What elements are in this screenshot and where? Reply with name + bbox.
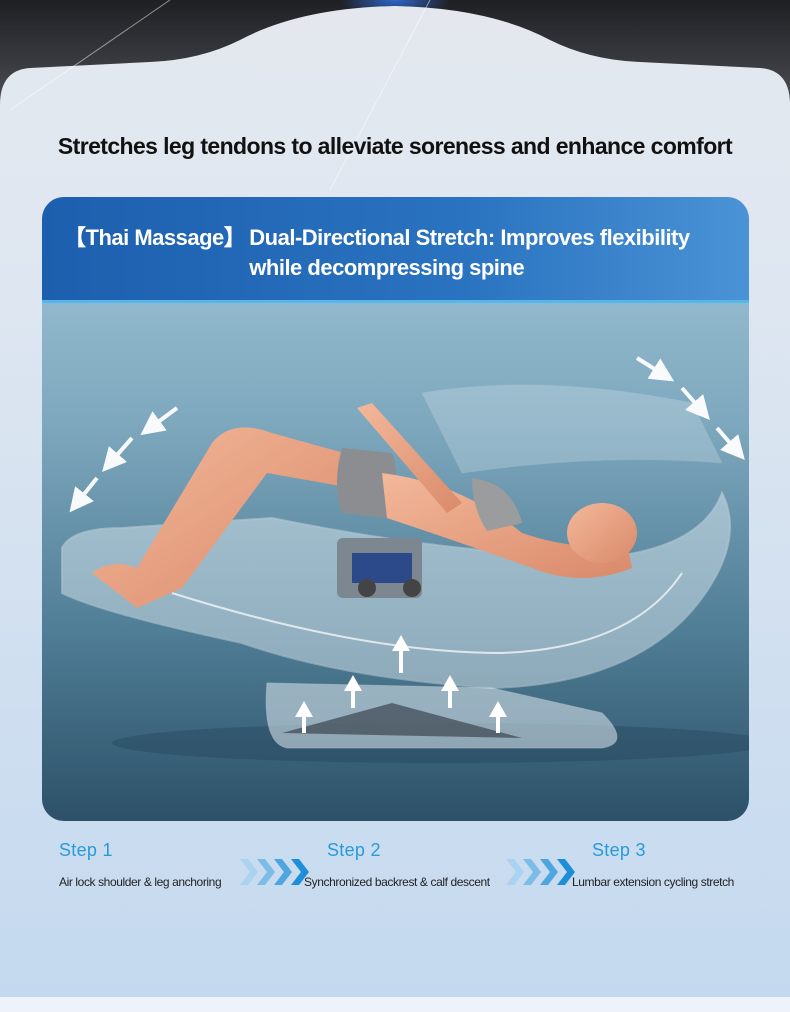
card-title-text: Dual-Directional Stretch: Improves flexi… — [249, 225, 690, 280]
steps-row: Step 1 Air lock shoulder & leg anchoring… — [0, 840, 790, 910]
feature-card: 【Thai Massage】 Dual-Directional Stretch:… — [42, 197, 749, 821]
headline: Stretches leg tendons to alleviate soren… — [57, 133, 733, 159]
step-2-label: Step 2 — [327, 840, 381, 860]
step-2-description: Synchronized backrest & calf descent — [304, 875, 490, 889]
step-3-label: Step 3 — [592, 840, 646, 860]
step-1: Step 1 Air lock shoulder & leg anchoring — [59, 840, 222, 889]
step-3-description: Lumbar extension cycling stretch — [572, 875, 734, 889]
mode-tag: 【Thai Massage】 — [64, 225, 246, 250]
step-1-label: Step 1 — [59, 840, 113, 860]
step-3: Step 3 Lumbar extension cycling stretch — [572, 840, 734, 889]
footer-strip — [0, 997, 790, 1012]
step-2: Step 2 Synchronized backrest & calf desc… — [304, 840, 490, 889]
chevron-arrows-icon — [240, 859, 309, 885]
chevron-arrows-icon — [506, 859, 575, 885]
massage-chair-illustration — [61, 356, 749, 763]
card-header: 【Thai Massage】 Dual-Directional Stretch:… — [42, 197, 749, 303]
card-title: 【Thai Massage】 Dual-Directional Stretch:… — [64, 223, 735, 283]
step-1-description: Air lock shoulder & leg anchoring — [59, 875, 222, 889]
